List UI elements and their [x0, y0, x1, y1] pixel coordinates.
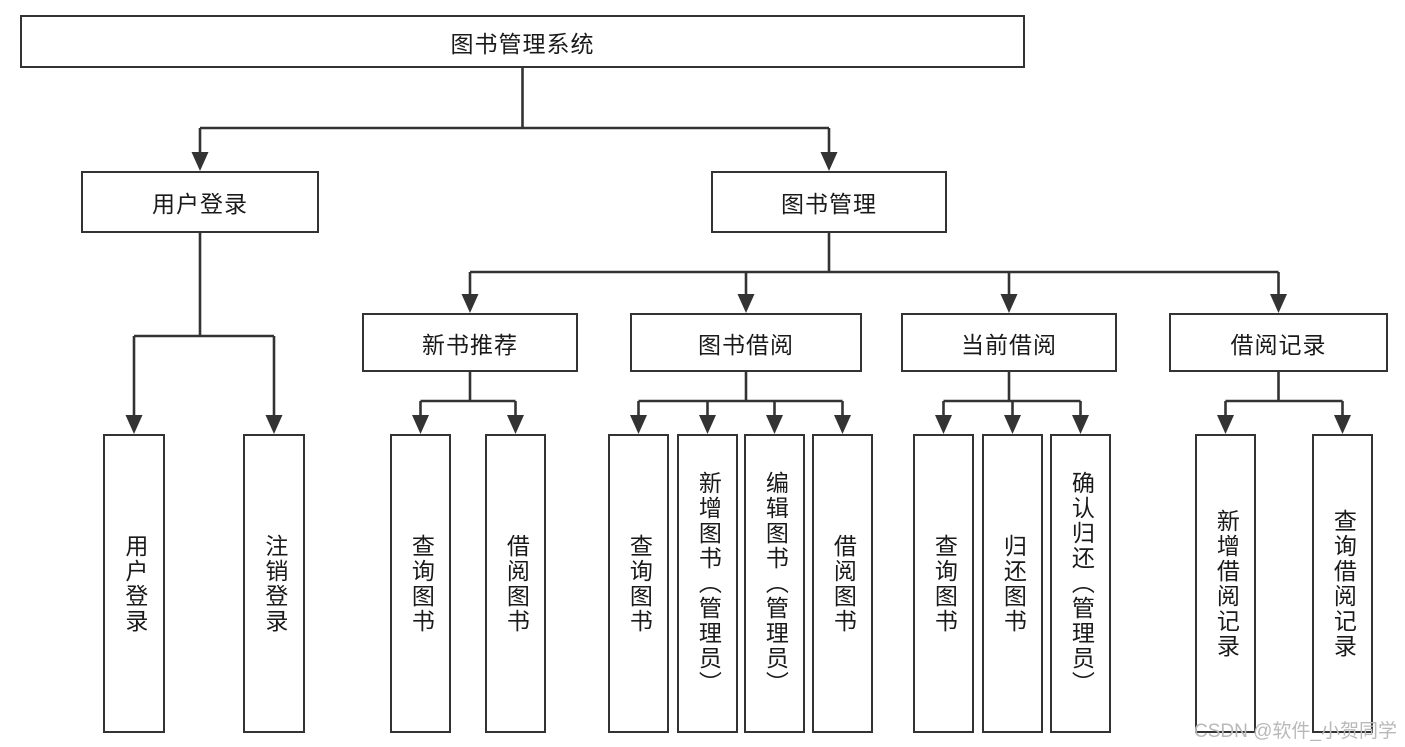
node-label-wrap: 确认归还（管理员）: [1052, 436, 1109, 731]
node-label: 图书管理系统: [450, 30, 595, 57]
node-label-wrap: 注销登录: [245, 436, 303, 731]
arrow-head-icon: [737, 294, 755, 313]
node-current-borrow[interactable]: 当前借阅: [901, 313, 1117, 372]
node-label: 借阅图书: [830, 533, 857, 634]
node-borrow-record[interactable]: 借阅记录: [1169, 313, 1388, 372]
node-leaf-return-book[interactable]: 归还图书: [982, 434, 1043, 733]
node-book-borrow[interactable]: 图书借阅: [630, 313, 862, 372]
arrow-head-icon: [191, 152, 209, 171]
node-label-wrap: 查询图书: [915, 436, 972, 731]
node-label: 图书管理: [781, 191, 877, 217]
node-label-wrap: 查询图书: [610, 436, 667, 731]
node-label: 新增图书（管理员）: [695, 471, 722, 696]
node-label: 注销登录: [261, 533, 288, 634]
node-leaf-query-book-b[interactable]: 查询图书: [608, 434, 669, 733]
node-label-wrap: 借阅图书: [814, 436, 871, 731]
node-label-wrap: 新增图书（管理员）: [679, 436, 736, 731]
arrow-head-icon: [412, 415, 429, 434]
node-label: 用户登录: [121, 533, 148, 634]
arrow-head-icon: [630, 415, 647, 434]
node-leaf-borrow-book-b[interactable]: 借阅图书: [812, 434, 873, 733]
node-label: 查询图书: [408, 533, 435, 634]
arrow-head-icon: [1217, 415, 1234, 434]
arrow-head-icon: [507, 415, 524, 434]
arrow-head-icon: [820, 152, 838, 171]
node-leaf-add-book[interactable]: 新增图书（管理员）: [677, 434, 738, 733]
node-leaf-query-book-rec[interactable]: 查询图书: [390, 434, 451, 733]
arrow-head-icon: [1270, 294, 1287, 313]
node-label: 确认归还（管理员）: [1068, 471, 1095, 696]
node-new-book-rec[interactable]: 新书推荐: [362, 313, 578, 372]
node-leaf-user-login[interactable]: 用户登录: [103, 434, 165, 733]
node-book-manage[interactable]: 图书管理: [711, 171, 947, 233]
node-root[interactable]: 图书管理系统: [20, 15, 1025, 68]
arrow-head-icon: [461, 294, 479, 313]
node-label: 用户登录: [152, 191, 248, 217]
node-label: 借阅图书: [503, 533, 530, 634]
node-label-wrap: 查询图书: [392, 436, 449, 731]
arrow-head-icon: [834, 415, 851, 434]
node-label-wrap: 借阅图书: [487, 436, 544, 731]
arrow-head-icon: [699, 415, 716, 434]
node-leaf-logout[interactable]: 注销登录: [243, 434, 305, 733]
node-label-wrap: 编辑图书（管理员）: [746, 436, 803, 731]
arrow-head-icon: [125, 415, 143, 434]
arrow-head-icon: [1000, 294, 1018, 313]
node-leaf-confirm-return[interactable]: 确认归还（管理员）: [1050, 434, 1111, 733]
node-leaf-query-record[interactable]: 查询借阅记录: [1312, 434, 1373, 733]
node-label: 查询图书: [626, 533, 653, 634]
node-label-wrap: 查询借阅记录: [1314, 436, 1371, 731]
node-label: 查询图书: [931, 533, 958, 634]
node-leaf-edit-book[interactable]: 编辑图书（管理员）: [744, 434, 805, 733]
node-label: 查询借阅记录: [1330, 508, 1357, 659]
node-user-login[interactable]: 用户登录: [81, 171, 319, 233]
arrow-head-icon: [1072, 415, 1089, 434]
node-label: 编辑图书（管理员）: [762, 471, 789, 696]
arrow-head-icon: [265, 415, 283, 434]
node-label-wrap: 用户登录: [105, 436, 163, 731]
node-label-wrap: 新增借阅记录: [1197, 436, 1254, 731]
node-label: 归还图书: [1000, 533, 1027, 634]
arrow-head-icon: [935, 415, 952, 434]
node-leaf-add-record[interactable]: 新增借阅记录: [1195, 434, 1256, 733]
arrow-head-icon: [766, 415, 783, 434]
arrow-head-icon: [1334, 415, 1351, 434]
node-label: 新增借阅记录: [1213, 508, 1240, 659]
node-label: 借阅记录: [1230, 331, 1327, 358]
node-label: 当前借阅: [961, 331, 1057, 358]
node-leaf-query-book-c[interactable]: 查询图书: [913, 434, 974, 733]
node-label: 图书借阅: [698, 331, 794, 358]
node-leaf-borrow-book-rec[interactable]: 借阅图书: [485, 434, 546, 733]
arrow-head-icon: [1004, 415, 1021, 434]
node-label-wrap: 归还图书: [984, 436, 1041, 731]
node-label: 新书推荐: [422, 331, 518, 358]
